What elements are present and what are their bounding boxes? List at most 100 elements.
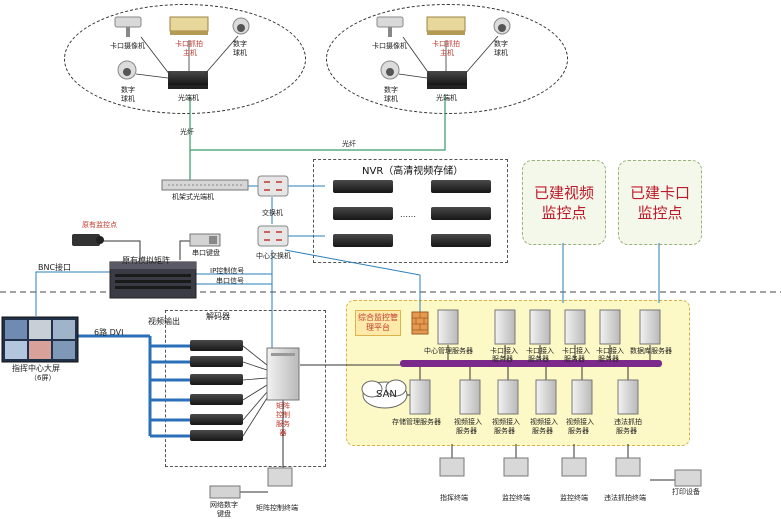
san-cloud-icon [361,379,408,409]
right-site-ellipse [326,4,568,114]
label-digital-ball-right: 数字 [384,86,398,94]
label-matrix-terminal: 矩阵控制终端 [256,504,298,512]
digital-ball-right-icon [380,60,400,80]
label-term3: 监控终端 [560,494,588,502]
label-core-switch: 中心交换机 [256,252,291,260]
label-checkpoint-server2: 卡口接入 [526,347,554,355]
terminal-icons [267,457,641,487]
label-video-server4: 视频接入 [566,418,594,426]
decoder-bundle [148,336,190,438]
existing-video-site: 已建视频监控点 [522,160,606,245]
label-checkpoint-server4b: 服务器 [598,355,619,363]
label-ip-control: IP控制信号 [210,267,245,275]
nvr-units [333,180,491,247]
label-digital-ball-left2: 球机 [121,95,135,103]
label-printer: 打印设备 [672,488,700,496]
label-video-server1b: 服务器 [456,427,477,435]
label-checkpoint-host-left: 卡口抓拍 [175,40,203,48]
label-video-output: 视频输出 [148,317,180,326]
switch-icon [257,175,289,197]
serial-keyboard-icon [189,233,221,247]
nvr-title: NVR（高清视频存储） [362,166,464,177]
label-fiber-right: 光纤 [342,140,356,148]
label-checkpoint-camera-left: 卡口摄像机 [110,42,145,50]
decoder-group [165,310,326,467]
decoder-units [190,340,243,441]
checkpoint-host-right-icon [426,16,466,35]
label-checkpoint-host-right: 卡口抓拍 [432,40,460,48]
label-dome-left2: 球机 [233,49,247,57]
label-san: SAN [376,389,397,400]
checkpoint-camera-left-icon [114,16,142,37]
platform-area [346,300,690,446]
bus-drops-up [447,345,651,360]
existing-checkpoint-site: 已建卡口监控点 [618,160,702,245]
site-video-line1: 已建视频 [533,183,594,202]
digital-ball-left-icon [117,60,137,80]
label-term4: 违法抓拍终端 [604,494,646,502]
fiber-right [190,94,446,151]
right-cluster-links [398,35,499,79]
label-checkpoint-server3b: 服务器 [564,355,585,363]
optical-right-icon [427,71,467,89]
label-checkpoint-host-right2: 主机 [440,49,454,57]
label-wall2: （6屏） [30,374,56,382]
nvr-dots: …… [400,210,416,219]
label-optical-right: 光端机 [436,94,457,102]
label-video-server2: 视频接入 [492,418,520,426]
video-wall-icon [1,316,79,363]
label-bnc: BNC接口 [38,263,72,272]
label-digital-ball-right2: 球机 [384,95,398,103]
label-term2: 监控终端 [502,494,530,502]
decoder-to-matrix-links [242,345,268,437]
checkpoint-host-left-icon [169,16,209,35]
dome-left-icon [232,17,250,35]
left-cluster-links [135,35,239,79]
label-old-matrix: 原有模拟矩阵 [122,256,170,265]
platform-bus [400,360,662,367]
label-switch: 交换机 [262,209,283,217]
label-rack-optical: 机架式光端机 [172,193,214,201]
label-violation-server2: 服务器 [616,427,637,435]
label-video-server3: 视频接入 [530,418,558,426]
label-dome-right: 数字 [494,40,508,48]
bnc-line [35,271,110,316]
old-matrix-icon [109,261,197,299]
printer-icon [674,469,702,487]
terminal-links [451,444,675,481]
label-serial-signal: 串口信号 [216,277,244,285]
label-storage-server: 存储管理服务器 [392,418,441,426]
bottom-servers [409,379,639,415]
firewall-icon [411,311,429,335]
label-checkpoint-server1b: 服务器 [492,355,513,363]
old-camera-icon [72,234,104,246]
site-checkpoint-line1: 已建卡口 [629,183,690,202]
bus-drops-down [419,367,629,380]
label-old-camera: 原有监控点 [82,221,117,229]
label-checkpoint-server2b: 服务器 [528,355,549,363]
label-checkpoint-server3: 卡口接入 [562,347,590,355]
label-decoder: 解码器 [206,312,230,321]
label-dvi: 6路 DVI [94,328,124,337]
site-checkpoint-line2: 监控点 [637,203,683,222]
optical-left-icon [168,71,208,89]
left-site-ellipse [64,4,306,114]
label-net-keyboard: 网络数字 [210,501,238,509]
site-video-line2: 监控点 [541,203,587,222]
label-digital-ball-left: 数字 [121,86,135,94]
net-keyboard-icon [209,485,241,499]
platform-title: 综合监控管理平台 [355,310,401,336]
label-serial-keyboard: 串口键盘 [192,249,220,257]
label-matrix-server: 矩阵控制服务器 [276,402,290,437]
label-checkpoint-host-left2: 主机 [183,49,197,57]
camera-to-matrix [100,240,141,260]
matrix-server-icon [266,347,300,401]
checkpoint-camera-right-icon [376,16,404,37]
keyboard-to-matrix [179,240,190,260]
label-fiber-left: 光纤 [180,128,194,136]
label-video-server3b: 服务器 [532,427,553,435]
label-term1: 指挥终端 [440,494,468,502]
label-dome-left: 数字 [233,40,247,48]
